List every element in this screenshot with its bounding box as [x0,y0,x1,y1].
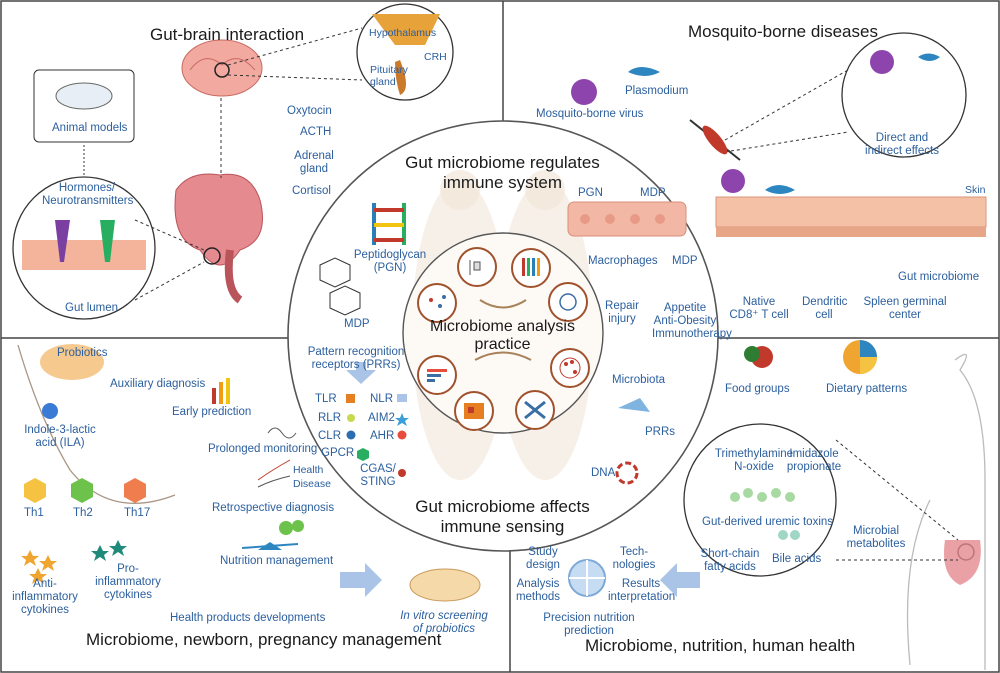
microbial-metabolites-label: Microbial metabolites [846,525,906,551]
th17-label: Th17 [124,507,151,519]
cortisol-label: Cortisol [292,185,331,197]
study-design-label: Study design [526,546,560,572]
repair-label: Repair injury [605,300,639,326]
pituitary-label: Pituitary gland [370,64,408,89]
crh-label: CRH [424,51,447,63]
cd8-label: Native CD8⁺ T cell [729,296,789,322]
uremic-label: Gut-derived uremic toxins [702,516,834,528]
results-label: Results interpretation [608,578,676,604]
inner-title: Microbiome analysis practice [430,318,575,354]
mdp-top-label: MDP [640,187,666,199]
receptor-rlr: RLR [318,412,342,424]
disease-label: Disease [293,478,331,490]
hormones-label: Hormones/ Neurotransmitters [42,182,134,208]
dendritic-label: Dendritic cell [802,296,848,322]
scfa-label: Short-chain fatty acids [700,548,760,574]
receptor-nlr: NLR [370,393,394,405]
tmao-label: Trimethylamine N-oxide [714,448,794,474]
spleen-label: Spleen germinal center [863,296,947,322]
macrophages-label: Macrophages [588,255,658,267]
th2-label: Th2 [73,507,93,519]
receptor-clr: CLR [318,430,342,442]
th1-label: Th1 [24,507,44,519]
gut-lumen-label: Gut lumen [65,302,119,314]
adrenal-label: Adrenal gland [294,150,334,176]
skin-label: Skin [965,184,986,196]
center-bottom-title: Gut microbiome affects immune sensing [415,497,590,536]
gut-microbiome-label: Gut microbiome [898,271,980,283]
early-prediction-label: Early prediction [172,406,252,418]
appetite-label: Appetite Anti-Obesity Immunotherapy [652,302,732,341]
gut-brain-title: Gut-brain interaction [150,25,305,44]
acth-label: ACTH [300,126,332,138]
pgn-short-label: PGN [578,187,603,199]
analysis-methods-label: Analysis methods [515,578,561,604]
food-groups-label: Food groups [725,383,790,395]
precision-label: Precision nutrition prediction [543,612,635,638]
prolonged-label: Prolonged monitoring [208,443,318,455]
dietary-patterns-label: Dietary patterns [826,383,908,395]
mosquito-title: Mosquito-borne diseases [688,22,878,41]
mosquito-virus-label: Mosquito-borne virus [536,108,644,120]
anti-inflam-label: Anti-inflammatory cytokines [12,578,78,617]
receptor-ahr: AHR [370,430,395,442]
hypothalamus-label: Hypothalamus [369,27,437,39]
prr-title-label: Pattern recognition receptors (PRRs) [307,346,405,372]
ila-label: Indole-3-lactic acid (ILA) [24,424,96,450]
pgn-label: Peptidoglycan (PGN) [353,249,427,275]
mdp-right-label: MDP [672,255,698,267]
plasmodium-label: Plasmodium [625,85,689,97]
in-vitro-label: In vitro screening of probiotics [400,610,488,636]
microbiota-label: Microbiota [612,374,666,386]
health-products-label: Health products developments [170,612,326,624]
center-top-title: Gut microbiome regulates immune system [405,153,600,192]
pro-inflam-label: Pro-inflammatory cytokines [95,563,161,602]
nutrition-mgmt-label: Nutrition management [220,555,334,567]
nutrition-title: Microbiome, nutrition, human health [585,636,856,655]
probiotics-label: Probiotics [57,347,108,359]
technologies-label: Tech- nologies [612,546,656,572]
auxiliary-label: Auxiliary diagnosis [110,378,206,390]
animal-models-label: Animal models [52,122,128,134]
prrs-label: PRRs [645,426,676,438]
receptor-tlr: TLR [315,393,337,405]
newborn-title: Microbiome, newborn, pregnancy managemen… [86,630,442,649]
retrospective-label: Retrospective diagnosis [212,502,335,514]
imidazole-label: Imidazole propionate [786,448,842,474]
direct-effects-label: Direct and indirect effects [865,132,939,158]
health-label: Health [293,464,324,476]
receptor-cgas: CGAS/ STING [360,463,396,489]
bile-label: Bile acids [772,553,822,565]
dna-label: DNA [591,467,616,479]
mdp-left-label: MDP [344,318,370,330]
receptor-aim2: AIM2 [368,412,395,424]
oxytocin-label: Oxytocin [287,105,332,117]
receptor-gpcr: GPCR [321,447,355,459]
